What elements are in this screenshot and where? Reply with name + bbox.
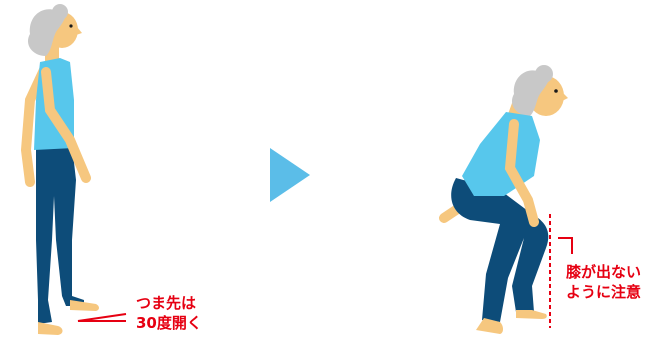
front-foot	[70, 300, 99, 311]
toe-angle-note-line1: つま先は	[136, 293, 202, 313]
eye	[69, 24, 72, 27]
pants	[451, 178, 548, 322]
toe-angle-note: つま先は 30度開く	[136, 293, 202, 333]
knee-caution-note-line2: ように注意	[566, 282, 641, 302]
toe-angle-lines	[78, 314, 126, 321]
back-foot	[38, 322, 63, 335]
knee-note-bracket	[558, 238, 572, 254]
hair-top	[535, 65, 553, 83]
knee-caution-note: 膝が出ない ように注意	[566, 262, 641, 302]
front-foot	[516, 310, 547, 319]
standing-woman-figure	[26, 4, 126, 335]
next-step-triangle-icon	[270, 148, 310, 202]
nose	[562, 92, 568, 101]
pants	[36, 145, 84, 324]
squatting-woman-figure	[444, 65, 572, 334]
sleeveless-shirt	[462, 112, 540, 196]
toe-angle-note-line2: 30度開く	[136, 313, 202, 333]
knee-caution-note-line1: 膝が出ない	[566, 262, 641, 282]
nose	[76, 27, 82, 35]
eye	[554, 89, 558, 93]
hair-top	[52, 4, 68, 20]
